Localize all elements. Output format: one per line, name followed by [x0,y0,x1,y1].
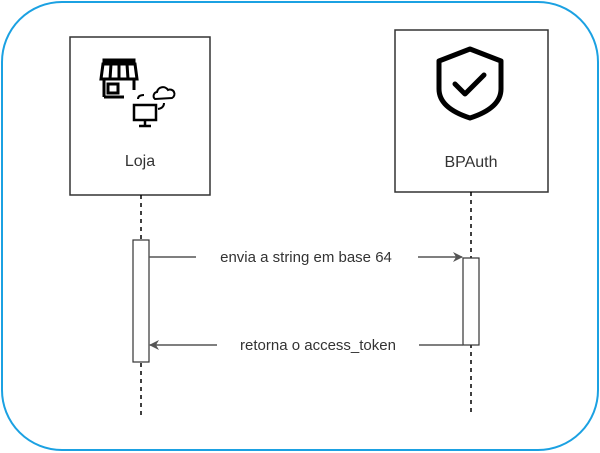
store-cloud-icon [99,58,176,128]
participant-label: Loja [125,153,155,170]
activation-loja [132,239,150,363]
participant-loja[interactable]: Loja [69,36,211,196]
message-response[interactable]: retorna o access_token [149,336,463,354]
message-request[interactable]: envia a string em base 64 [149,247,463,266]
message-label: envia a string em base 64 [220,249,392,266]
activation-bpauth [462,257,480,346]
participant-bpauth[interactable]: BPAuth [394,29,549,193]
participant-label: BPAuth [444,154,497,171]
message-label: retorna o access_token [240,337,396,354]
shield-check-icon [436,46,504,121]
